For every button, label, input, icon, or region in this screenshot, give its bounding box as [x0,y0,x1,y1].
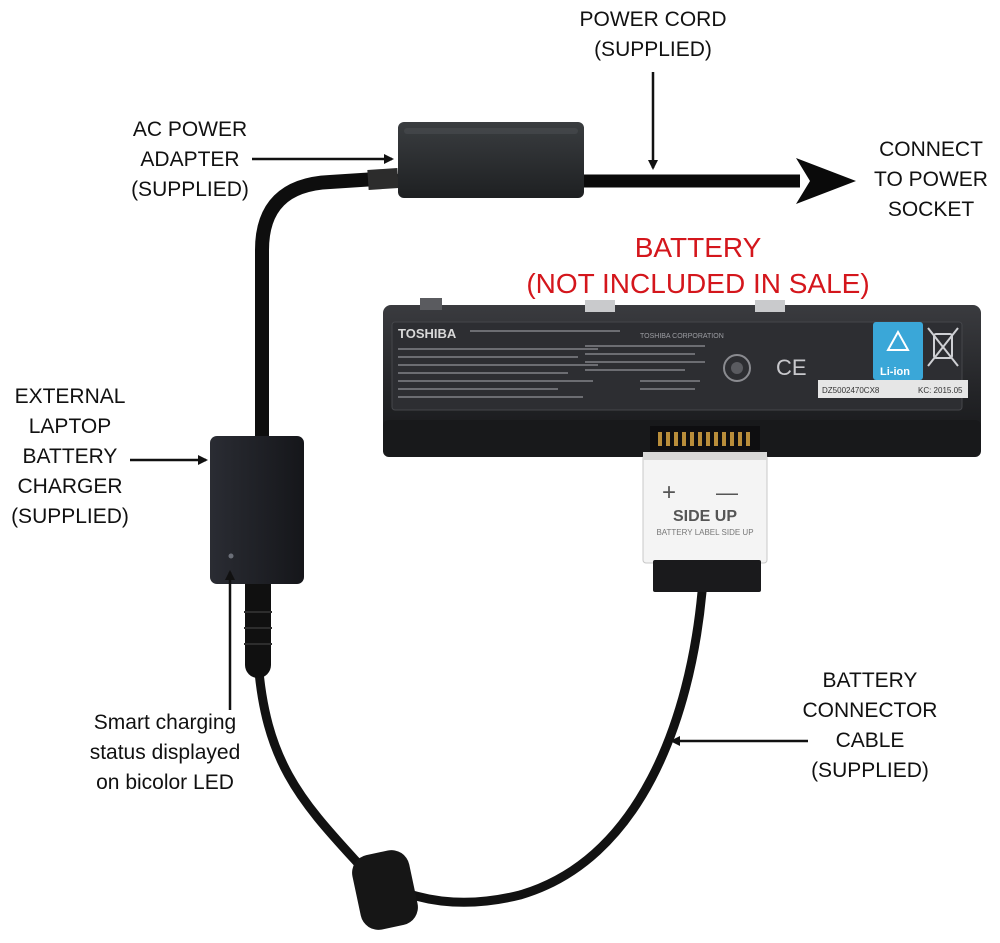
li-ion-label: Li-ion [880,366,910,378]
battery-fine-print [398,330,705,398]
external-laptop-battery-charger [210,436,304,584]
connector-minus: — [716,480,738,505]
connector-plus: + [662,479,676,506]
battery-title: BATTERY (NOT INCLUDED IN SALE) [526,232,870,299]
laptop-battery: TOSHIBA TOSHIBA CORPORATION CE Li-ion [383,298,981,457]
ac-power-adapter-label: AC POWER ADAPTER (SUPPLIED) [131,118,249,201]
battery-connector-clip: + — SIDE UP BATTERY LABEL SIDE UP [642,452,768,592]
side-up-label: SIDE UP [673,508,737,525]
connector-cable [253,587,707,907]
crossed-bin-icon [927,327,959,367]
recycle-seal-icon [723,354,751,382]
adapter-to-charger-cable [255,171,399,447]
serial-number: DZ5002470CX8 [822,386,880,395]
cable-velcro-strap [352,850,418,930]
adapter-strain-relief [367,168,399,190]
serial-label [818,380,968,398]
battery-connector-cable-label: BATTERY CONNECTOR CABLE (SUPPLIED) [802,669,938,782]
external-charger-label: EXTERNAL LAPTOP BATTERY CHARGER (SUPPLIE… [11,385,129,528]
power-socket-arrow-head [796,158,856,204]
battery-brand: TOSHIBA [398,326,457,341]
connect-to-power-socket-label: CONNECT TO POWER SOCKET [874,138,988,221]
side-up-note: BATTERY LABEL SIDE UP [656,528,753,537]
date-code: KC: 2015.05 [918,386,963,395]
recycle-icon [886,329,910,351]
bicolor-led [228,553,234,559]
power-cord-label: POWER CORD (SUPPLIED) [579,8,727,61]
ce-mark: CE [776,355,807,380]
ac-power-adapter [398,122,584,198]
battery-corporation: TOSHIBA CORPORATION [640,333,724,340]
led-status-label: Smart charging status displayed on bicol… [89,711,241,794]
